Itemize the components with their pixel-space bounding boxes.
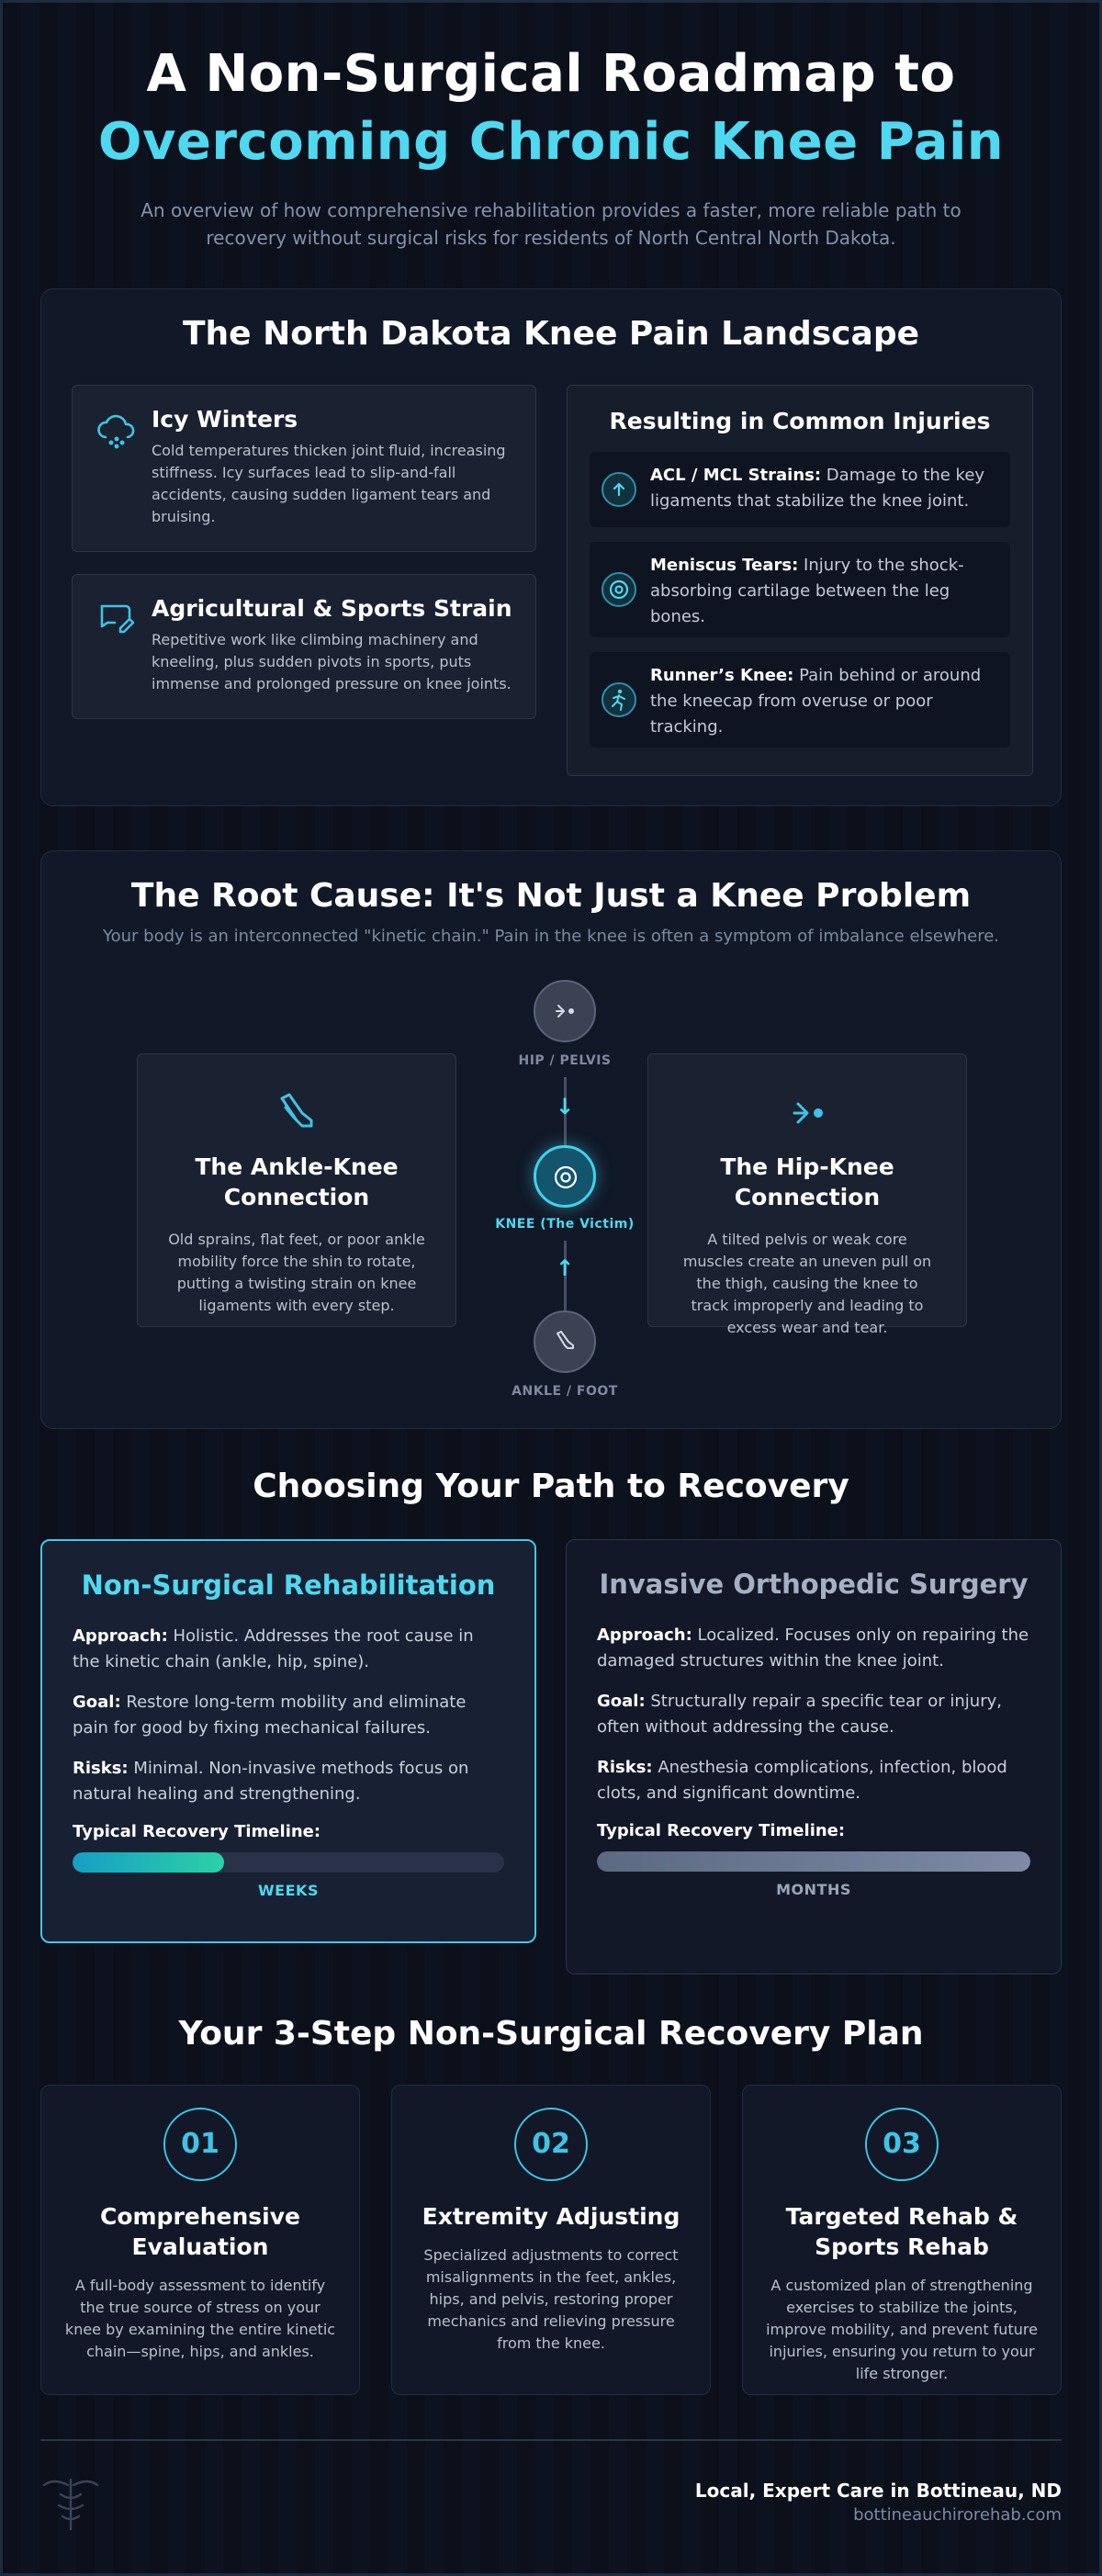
timeline-value: MONTHS <box>776 1881 851 1898</box>
path-title: Non-Surgical Rehabilitation <box>81 1569 496 1601</box>
root-cause-subtitle: Your body is an interconnected "kinetic … <box>103 927 999 946</box>
ankle-knee-text: Old sprains, flat feet, or poor ankle mo… <box>168 1231 425 1314</box>
step-card-2: 02 Extremity Adjusting Specialized adjus… <box>391 2085 711 2395</box>
hip-knee-title: The Hip-Knee Connection <box>720 1153 894 1210</box>
hero-subtitle: An overview of how comprehensive rehabil… <box>141 199 961 249</box>
surgery-card: Invasive Orthopedic Surgery Approach: Lo… <box>566 1539 1062 1974</box>
factor-title: Agricultural & Sports Strain <box>152 595 512 622</box>
injury-runners-knee: Runner’s Knee: Pain behind or around the… <box>590 652 1010 748</box>
step-number: 01 <box>163 2108 237 2181</box>
title-line-1: A Non-Surgical Roadmap to <box>146 44 956 104</box>
hip-node-icon <box>556 1005 574 1018</box>
path-goal: Goal: Structurally repair a specific tea… <box>597 1692 1002 1737</box>
timeline-label: Typical Recovery Timeline: <box>73 1822 321 1841</box>
target-icon <box>602 572 636 607</box>
factor-icy-winters: Icy Winters Cold temperatures thicken jo… <box>72 385 536 552</box>
ankle-icon <box>280 1093 313 1128</box>
footer-url[interactable]: bottineauchirorehab.com <box>853 2505 1062 2525</box>
non-surgical-card: Non-Surgical Rehabilitation Approach: Ho… <box>40 1539 536 1943</box>
ankle-node <box>534 1310 596 1373</box>
knee-node <box>534 1145 596 1208</box>
hip-knee-card: The Hip-Knee Connection A tilted pelvis … <box>647 1053 967 1336</box>
arrow-down: ↓ <box>555 1094 575 1119</box>
factor-text: Cold temperatures thicken joint fluid, i… <box>152 442 506 525</box>
path-approach: Approach: Holistic. Addresses the root c… <box>73 1626 474 1671</box>
injury-acl-mcl: ACL / MCL Strains: Damage to the key lig… <box>590 452 1010 527</box>
injury-text: Pain behind or around the kneecap from o… <box>650 666 982 737</box>
hero: A Non-Surgical Roadmap to Overcoming Chr… <box>40 0 1062 252</box>
root-cause-title: The Root Cause: It's Not Just a Knee Pro… <box>130 877 972 915</box>
factor-agricultural-sports: Agricultural & Sports Strain Repetitive … <box>72 574 536 719</box>
chiropractic-logo-icon <box>42 2478 99 2531</box>
injury-meniscus: Meniscus Tears: Injury to the shock-abso… <box>590 542 1010 637</box>
path-goal: Goal: Restore long-term mobility and eli… <box>73 1693 467 1738</box>
injury-name: Meniscus Tears: <box>650 556 799 575</box>
landscape-section: The North Dakota Knee Pain Landscape Icy… <box>40 288 1062 806</box>
step-title: Extremity Adjusting <box>422 2203 680 2230</box>
hip-icon <box>793 1102 823 1124</box>
step-text: Specialized adjustments to correct misal… <box>423 2246 679 2352</box>
timeline-bar <box>73 1852 504 1873</box>
timeline-value: WEEKS <box>258 1882 319 1899</box>
factor-title: Icy Winters <box>152 406 298 433</box>
step-text: A full-body assessment to identify the t… <box>64 2277 336 2360</box>
step-title: Targeted Rehab & Sports Rehab <box>785 2203 1018 2260</box>
path-approach: Approach: Localized. Focuses only on rep… <box>597 1625 1029 1670</box>
injuries-title: Resulting in Common Injuries <box>609 408 991 434</box>
ankle-knee-card: The Ankle-Knee Connection Old sprains, f… <box>137 1053 456 1327</box>
root-cause-section: The Root Cause: It's Not Just a Knee Pro… <box>40 850 1062 1429</box>
timeline-fill <box>597 1851 1030 1872</box>
title-line-2: Overcoming Chronic Knee Pain <box>97 112 1005 172</box>
injury-text: Damage to the key ligaments that stabili… <box>650 466 985 511</box>
strain-icon <box>100 604 135 634</box>
path-risks: Risks: Minimal. Non-invasive methods foc… <box>73 1759 469 1804</box>
timeline-bar <box>597 1851 1030 1872</box>
plan-title: Your 3-Step Non-Surgical Recovery Plan <box>178 2015 924 2053</box>
page-title: A Non-Surgical Roadmap to Overcoming Chr… <box>40 40 1062 176</box>
timeline-fill <box>73 1852 224 1873</box>
path-title: Invasive Orthopedic Surgery <box>599 1569 1029 1600</box>
step-number: 02 <box>514 2108 588 2181</box>
step-number: 03 <box>865 2108 939 2181</box>
step-card-1: 01 Comprehensive Evaluation A full-body … <box>40 2085 360 2395</box>
hip-node <box>534 980 596 1042</box>
injury-name: ACL / MCL Strains: <box>650 466 822 485</box>
knee-target-icon <box>554 1165 578 1189</box>
footer-divider <box>40 2439 1062 2441</box>
ligament-icon <box>602 472 636 507</box>
content: A Non-Surgical Roadmap to Overcoming Chr… <box>40 0 1062 2531</box>
paths-title: Choosing Your Path to Recovery <box>253 1468 849 1505</box>
injuries-panel: Resulting in Common Injuries ACL / MCL S… <box>567 385 1033 776</box>
hip-node-label: HIP / PELVIS <box>518 1053 612 1068</box>
timeline-label: Typical Recovery Timeline: <box>597 1821 846 1840</box>
step-card-3: 03 Targeted Rehab & Sports Rehab A custo… <box>742 2085 1062 2395</box>
step-title: Comprehensive Evaluation <box>99 2203 300 2260</box>
chain-line-bottom <box>564 1241 567 1310</box>
hip-knee-text: A tilted pelvis or weak core muscles cre… <box>682 1231 932 1336</box>
injury-name: Runner’s Knee: <box>650 666 794 685</box>
injury-text: Injury to the shock-absorbing cartilage … <box>650 556 964 626</box>
chain-line-top <box>564 1077 567 1149</box>
landscape-title: The North Dakota Knee Pain Landscape <box>182 315 920 353</box>
knee-node-label: KNEE (The Victim) <box>495 1217 635 1232</box>
arrow-up: ↑ <box>555 1255 575 1281</box>
snow-cloud-icon <box>97 414 135 449</box>
ankle-node-label: ANKLE / FOOT <box>512 1384 618 1399</box>
runner-icon <box>602 682 636 717</box>
factor-text: Repetitive work like climbing machinery … <box>152 631 512 692</box>
path-risks: Risks: Anesthesia complications, infecti… <box>597 1758 1007 1803</box>
ankle-node-icon <box>557 1331 574 1349</box>
ankle-knee-title: The Ankle-Knee Connection <box>195 1153 399 1210</box>
step-text: A customized plan of strengthening exerc… <box>766 2277 1038 2382</box>
footer-title: Local, Expert Care in Bottineau, ND <box>694 2480 1062 2502</box>
